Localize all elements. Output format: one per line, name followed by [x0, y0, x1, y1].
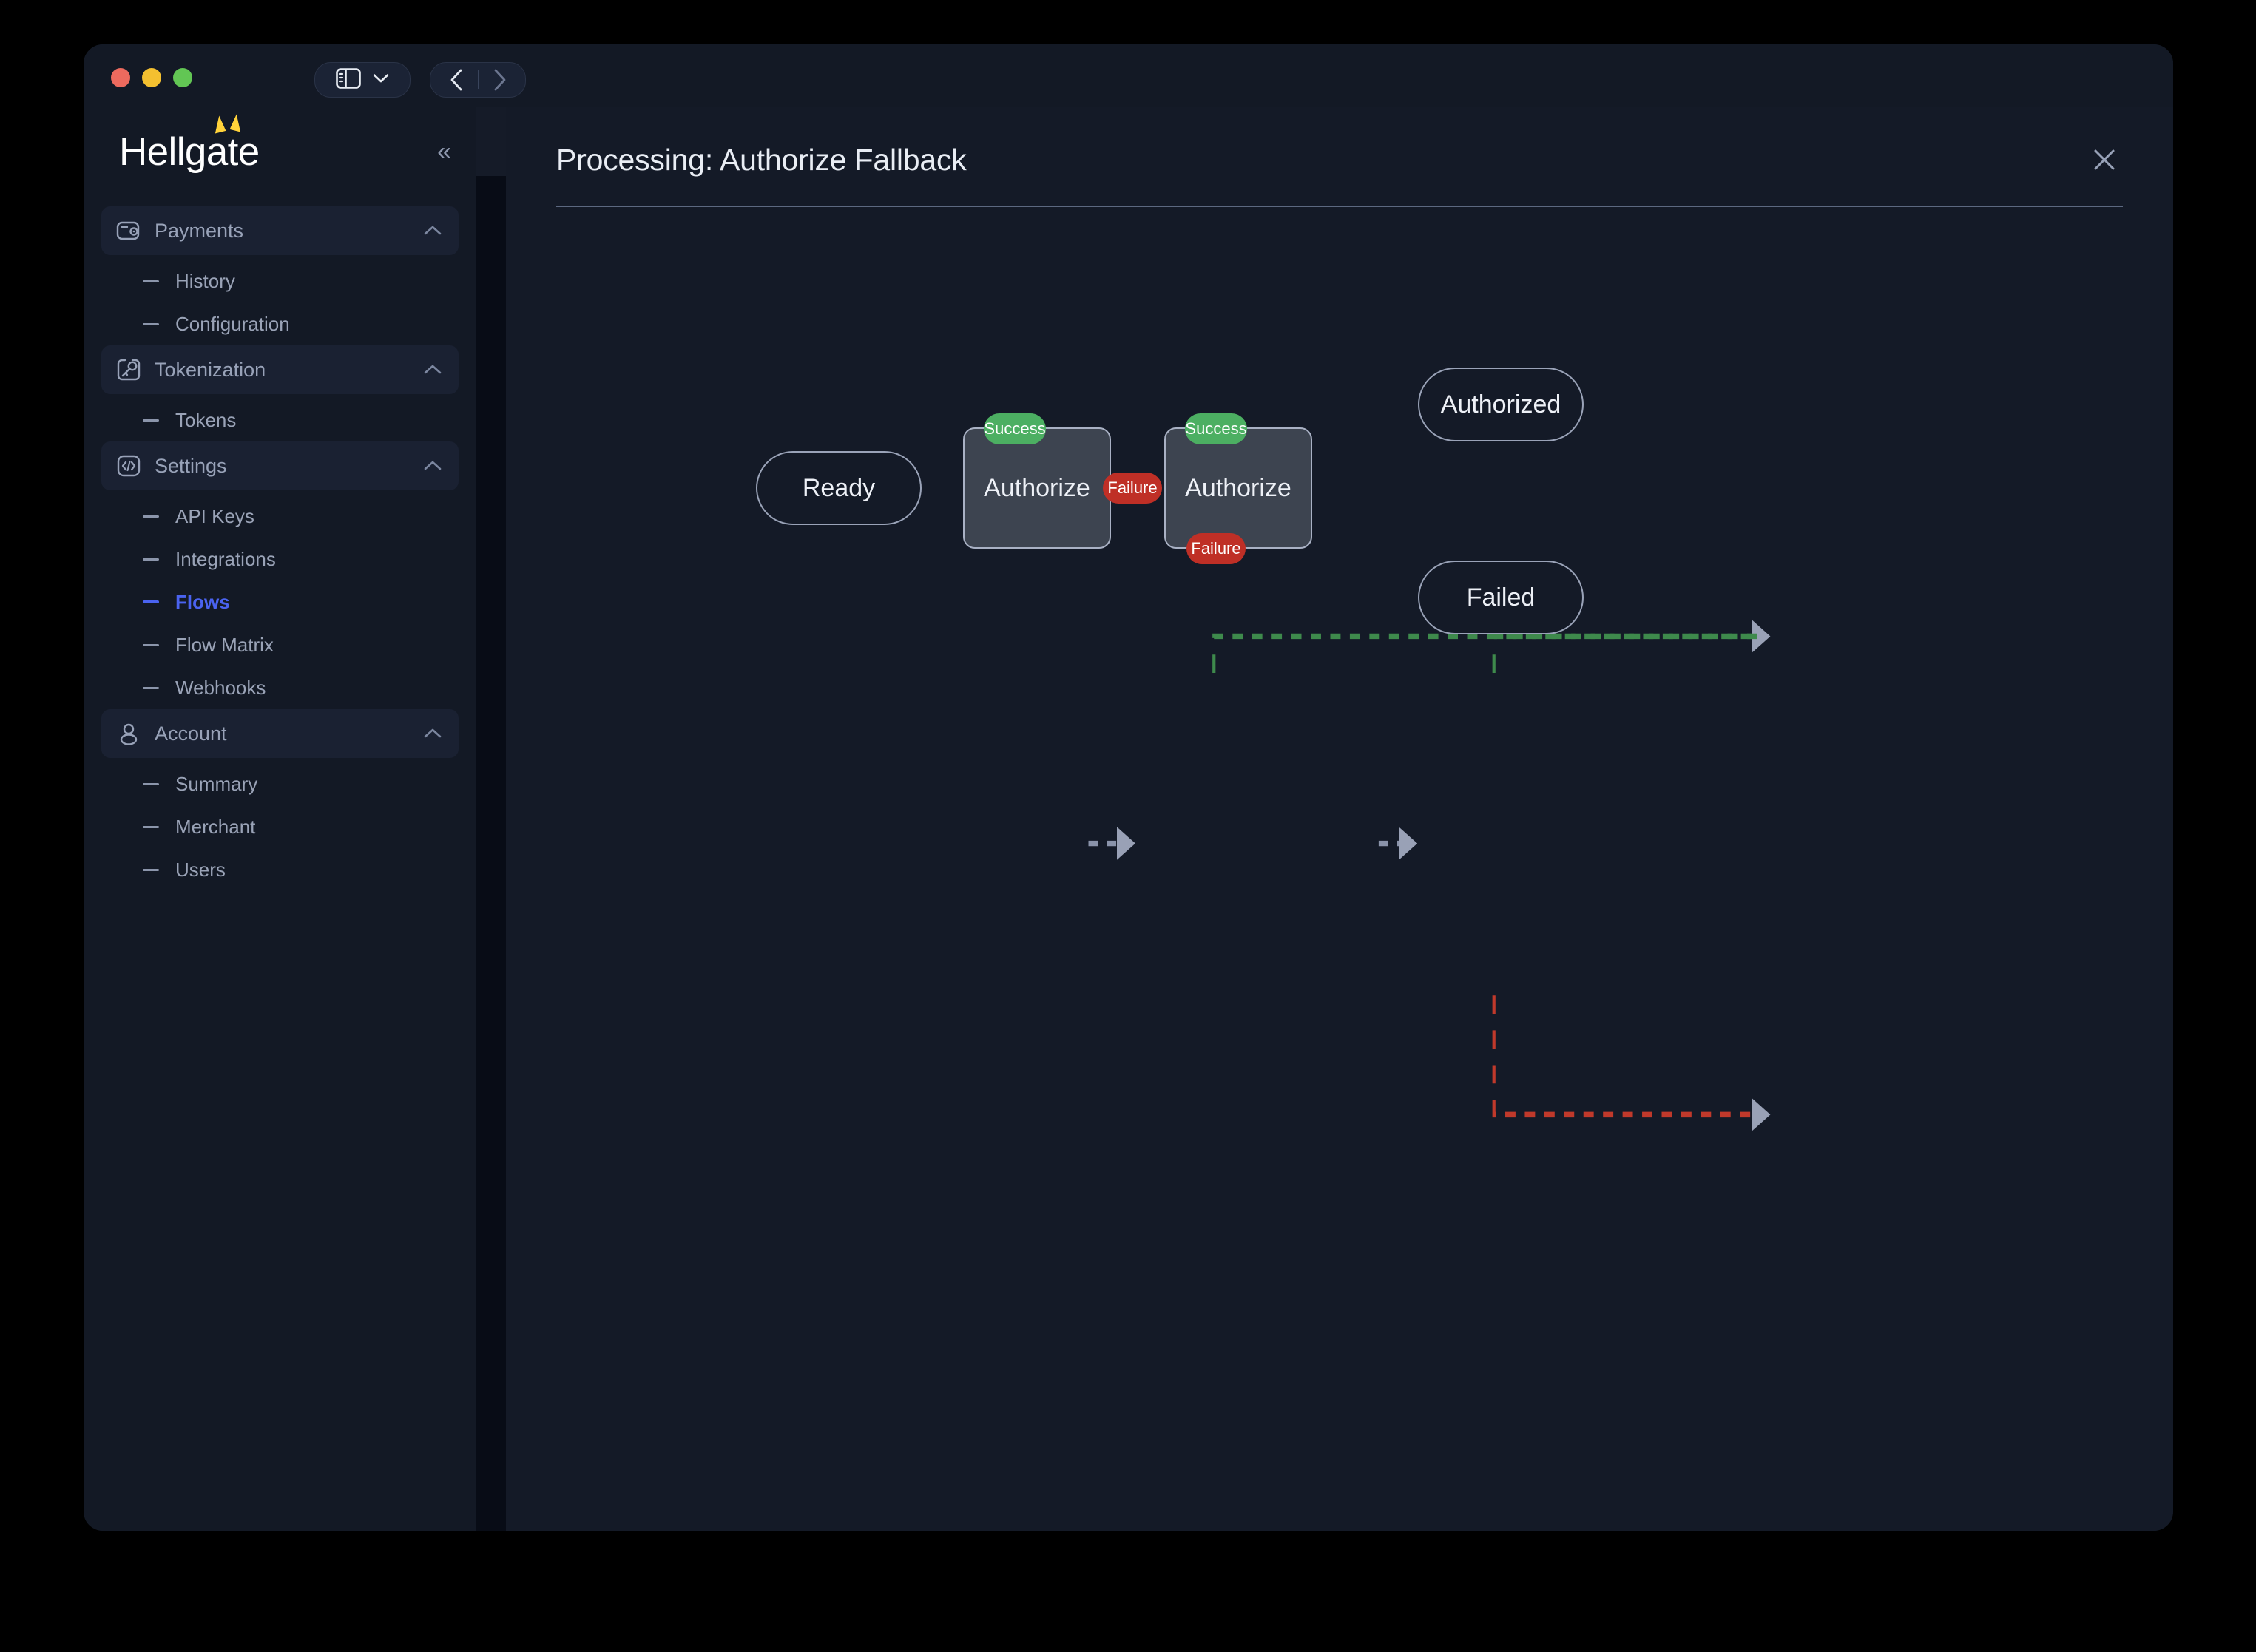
bullet-dash-icon: [143, 643, 159, 646]
sidebar-group-settings[interactable]: Settings: [101, 441, 459, 490]
sidebar-group-payments[interactable]: Payments: [101, 206, 459, 255]
bullet-dash-icon: [143, 515, 159, 518]
chevron-up-icon[interactable]: [423, 728, 442, 739]
sidebar-item-configuration[interactable]: Configuration: [101, 302, 459, 345]
key-token-icon: [115, 356, 143, 384]
chevron-left-icon[interactable]: [435, 63, 478, 97]
sidebar-item-label: Webhooks: [175, 676, 266, 699]
sidebar-item-integrations[interactable]: Integrations: [101, 538, 459, 580]
sidebar-item-summary[interactable]: Summary: [101, 762, 459, 805]
sidebar-header: Hellgate «: [84, 107, 476, 196]
bullet-dash-icon: [143, 322, 159, 325]
flow-node-label: Ready: [802, 473, 876, 502]
sidebar-item-label: Configuration: [175, 312, 290, 335]
bullet-dash-icon: [143, 782, 159, 785]
window-maximize-button[interactable]: [173, 68, 192, 87]
sidebar-group-label: Tokenization: [155, 358, 266, 381]
flow-node-label: Authorize: [984, 473, 1090, 502]
flow-diagram[interactable]: Ready Authorize Authorize Authorized Fai…: [506, 248, 2173, 1531]
sidebar-nav: Payments History Configuration: [84, 196, 476, 891]
sidebar-item-flows[interactable]: Flows: [101, 580, 459, 623]
badge-label: Success: [984, 419, 1046, 438]
edge-authorize1-success-to-authorized: [1212, 620, 1771, 674]
sidebar-item-label: Flows: [175, 590, 230, 613]
app-logo: Hellgate: [119, 113, 260, 175]
bullet-dash-icon: [143, 419, 159, 422]
bullet-dash-icon: [143, 868, 159, 871]
sidebar-item-webhooks[interactable]: Webhooks: [101, 666, 459, 709]
sidebar-item-label: Tokens: [175, 408, 237, 431]
wallet-icon: [115, 217, 143, 245]
chevron-right-icon[interactable]: [479, 63, 521, 97]
panel-divider-top: [476, 107, 506, 176]
brand-name: Hellgate: [119, 129, 260, 174]
chevron-up-icon[interactable]: [423, 364, 442, 376]
bullet-dash-icon: [143, 825, 159, 828]
chevron-up-icon[interactable]: [423, 225, 442, 237]
page-title: Processing: Authorize Fallback: [556, 143, 967, 177]
sidebar-group-label: Payments: [155, 219, 244, 242]
sidebar-item-label: Merchant: [175, 815, 256, 838]
flow-node-ready[interactable]: Ready: [756, 451, 922, 525]
flow-edge-badge-failure-2[interactable]: Failure: [1186, 533, 1246, 564]
bullet-dash-icon: [143, 686, 159, 689]
sidebar-item-tokens[interactable]: Tokens: [101, 399, 459, 441]
flow-edge-badge-success-2[interactable]: Success: [1185, 413, 1247, 444]
logo-horn-right-icon: [229, 113, 245, 132]
panel-divider-strip: [476, 107, 506, 1531]
flow-node-authorized[interactable]: Authorized: [1418, 368, 1584, 441]
app-sidebar: Hellgate « Payments: [84, 107, 476, 1531]
sidebar-item-history[interactable]: History: [101, 260, 459, 302]
sidebar-item-api-keys[interactable]: API Keys: [101, 495, 459, 538]
main-content: Processing: Authorize Fallback: [506, 107, 2173, 1531]
flow-node-authorize-1[interactable]: Authorize: [963, 427, 1111, 549]
flow-node-authorize-2[interactable]: Authorize: [1164, 427, 1312, 549]
close-icon[interactable]: [2086, 141, 2123, 178]
chevron-down-icon[interactable]: [373, 73, 389, 87]
edge-authorize2-success-to-authorized: [1492, 633, 1767, 674]
sidebar-item-label: API Keys: [175, 504, 254, 527]
flow-node-label: Authorize: [1185, 473, 1291, 502]
nav-divider: [477, 70, 479, 89]
sidebar-item-users[interactable]: Users: [101, 848, 459, 891]
header-divider: [556, 206, 2123, 207]
flow-node-label: Failed: [1466, 583, 1536, 612]
bullet-dash-icon: [143, 280, 159, 282]
sidebar-group-account[interactable]: Account: [101, 709, 459, 758]
flow-edge-badge-failure-1[interactable]: Failure: [1103, 473, 1162, 504]
sidebar-group-label: Account: [155, 722, 227, 745]
bullet-dash-icon: [143, 558, 159, 561]
sidebar-item-merchant[interactable]: Merchant: [101, 805, 459, 848]
browser-nav-group: [430, 62, 526, 98]
badge-label: Failure: [1191, 539, 1241, 558]
flow-node-label: Authorized: [1440, 390, 1561, 419]
sidebar-group-label: Settings: [155, 454, 227, 477]
edge-authorize2-failure-to-failed: [1492, 995, 1771, 1131]
sidebar-item-label: Summary: [175, 772, 258, 795]
sidebar-panel-icon[interactable]: [336, 67, 361, 92]
flow-edges-layer: [1088, 620, 1771, 1131]
sidebar-item-flow-matrix[interactable]: Flow Matrix: [101, 623, 459, 666]
sidebar-item-label: Integrations: [175, 547, 276, 570]
browser-window: app.hellgate.io A 文: [84, 44, 2173, 1531]
chevron-up-icon[interactable]: [423, 460, 442, 472]
code-brackets-icon: [115, 452, 143, 480]
sidebar-toggle-group[interactable]: [314, 62, 411, 98]
browser-titlebar: app.hellgate.io A 文: [84, 44, 2173, 154]
chevron-double-left-icon[interactable]: «: [437, 138, 451, 166]
sidebar-item-label: Flow Matrix: [175, 633, 274, 656]
badge-label: Success: [1185, 419, 1247, 438]
flow-edge-badge-success-1[interactable]: Success: [984, 413, 1046, 444]
window-traffic-lights: [111, 68, 192, 87]
flow-node-failed[interactable]: Failed: [1418, 561, 1584, 634]
content-header: Processing: Authorize Fallback: [556, 107, 2123, 207]
window-close-button[interactable]: [111, 68, 130, 87]
sidebar-group-tokenization[interactable]: Tokenization: [101, 345, 459, 394]
user-icon: [115, 720, 143, 748]
sidebar-item-label: History: [175, 269, 235, 292]
window-minimize-button[interactable]: [142, 68, 161, 87]
sidebar-item-label: Users: [175, 858, 226, 881]
bullet-dash-icon: [143, 600, 159, 603]
badge-label: Failure: [1107, 478, 1158, 497]
